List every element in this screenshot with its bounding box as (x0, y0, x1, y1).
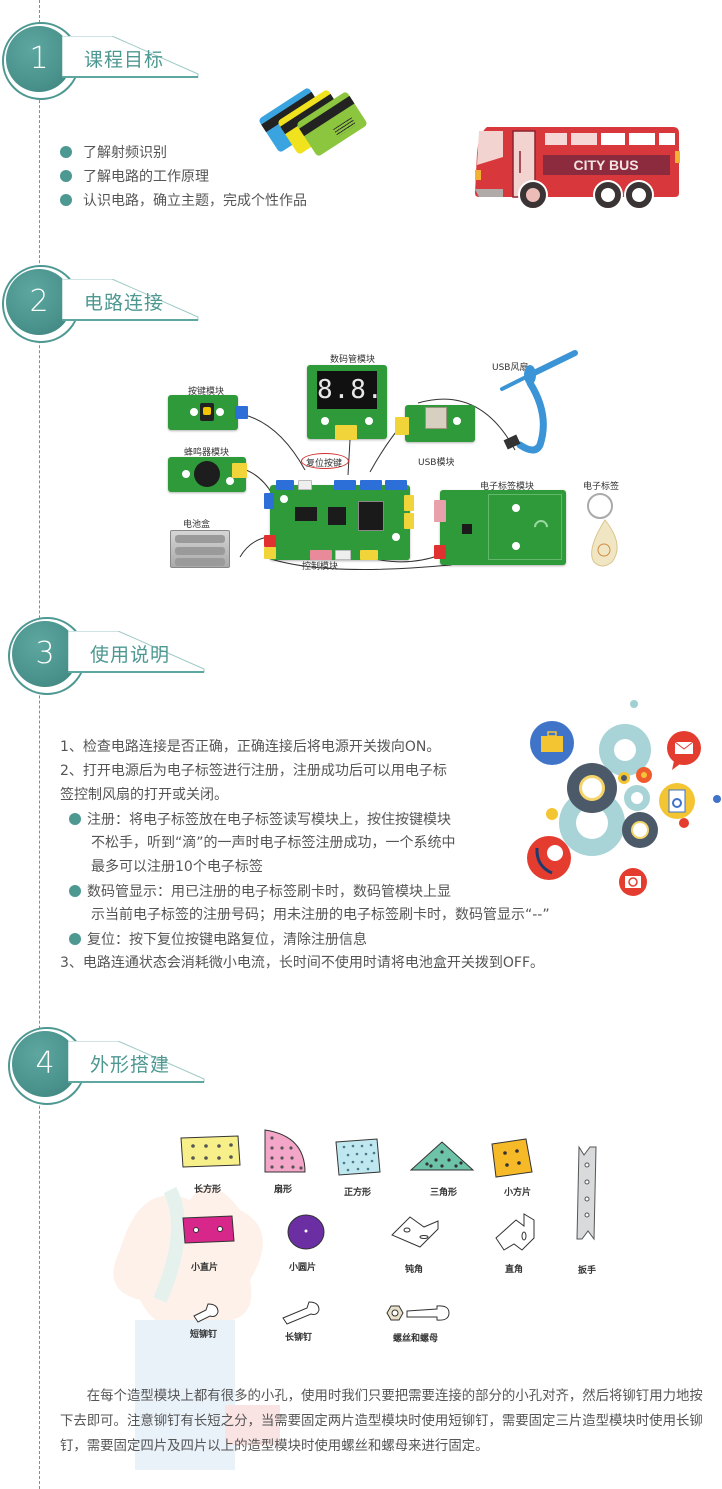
control-module-board (270, 485, 410, 560)
label-sector: 扇形 (274, 1185, 293, 1195)
list-item: 了解射频识别 (60, 140, 307, 164)
bullet-icon (60, 194, 72, 206)
bullet-icon (60, 170, 72, 182)
section-number: 1 (6, 26, 72, 92)
sector-part (264, 1129, 306, 1173)
usage-instructions: 1、检查电路连接是否正确，正确连接后将电源开关拨向ON。 2、打开电源后为电子标… (60, 735, 550, 975)
gears-icons-illustration (527, 700, 721, 896)
segment-display-board: 8.8. (307, 365, 387, 439)
short-rivet-part (193, 1303, 219, 1323)
section-number: 3 (12, 621, 78, 687)
section-1-header: 1 课程目标 (2, 22, 232, 102)
label-right-angle: 直角 (505, 1265, 524, 1275)
label-long-rivet: 长铆钉 (285, 1333, 313, 1343)
right-angle-part (495, 1213, 535, 1251)
list-item: 了解电路的工作原理 (60, 164, 307, 188)
bullet-reset: 复位：按下复位按键电路复位，清除注册信息 (60, 927, 530, 951)
circuit-connection-diagram: 按键模块 数码管模块 8.8. USB风扇 USB模块 蜂鸣器模块 复位按键 (160, 345, 640, 590)
section-title-flag: 课程目标 (62, 36, 199, 80)
assembly-instructions-paragraph: 在每个造型模块上都有很多的小孔，使用时我们只要把需要连接的部分的小孔对齐，然后将… (60, 1389, 703, 1454)
wrench-part (576, 1145, 597, 1241)
label-usb-module: USB模块 (418, 458, 455, 468)
bullet-icon (69, 813, 81, 825)
bus-label: CITY BUS (573, 157, 638, 173)
usb-fan-illustration (500, 350, 578, 454)
usb-module-board (405, 405, 475, 442)
small-disc-part (287, 1214, 325, 1250)
shape-parts-catalog: 长方形 扇形 正方形 三角形 小方片 扳手 小直片 小圆片 钝角 (0, 1120, 722, 1380)
long-rivet-part (282, 1301, 320, 1325)
section-title: 使用说明 (90, 644, 171, 666)
bullet-icon (69, 885, 81, 897)
section-title: 外形搭建 (90, 1054, 171, 1076)
label-rectangle: 长方形 (194, 1185, 222, 1195)
section-title-flag: 电路连接 (62, 279, 199, 323)
bullet-icon (60, 146, 72, 158)
label-usb-fan: USB风扇 (492, 363, 529, 373)
label-short-rivet: 短铆钉 (190, 1330, 218, 1340)
label-rfid-tag: 电子标签 (583, 482, 620, 492)
step-2: 2、打开电源后为电子标签进行注册，注册成功后可以用电子标 (60, 763, 447, 779)
label-screw-and-nut: 螺丝和螺母 (393, 1334, 439, 1344)
label-button-module: 按键模块 (188, 387, 225, 397)
buzzer-module-board (168, 457, 246, 492)
label-obtuse-angle: 钝角 (405, 1265, 424, 1275)
section-title-flag: 外形搭建 (68, 1041, 205, 1085)
section-3-header: 3 使用说明 (2, 617, 232, 697)
list-item: 认识电路，确立主题，完成个性作品 (60, 188, 307, 212)
screw-and-nut-part (386, 1305, 450, 1321)
small-square-part (491, 1138, 533, 1178)
section-number: 4 (12, 1031, 78, 1097)
label-square: 正方形 (344, 1188, 372, 1198)
label-buzzer-module: 蜂鸣器模块 (184, 448, 230, 458)
segment-display: 8.8. (317, 371, 383, 409)
reset-button-callout (301, 453, 349, 469)
bullet-display: 数码管显示：用已注册的电子标签刷卡时，数码管模块上显 (60, 879, 530, 903)
label-small-disc: 小圆片 (289, 1263, 317, 1273)
city-bus-illustration: CITY BUS (475, 127, 680, 210)
square-part (335, 1138, 381, 1176)
section-title: 课程目标 (84, 49, 165, 71)
step-1: 1、检查电路连接是否正确，正确连接后将电源开关拨向ON。 (60, 739, 441, 755)
rfid-tag-keyfob (587, 493, 618, 567)
bullet-icon (69, 933, 81, 945)
label-small-strip: 小直片 (191, 1263, 219, 1273)
section-title: 电路连接 (84, 292, 165, 314)
obtuse-angle-part (391, 1216, 439, 1248)
label-control-module: 控制模块 (302, 562, 339, 572)
section-number: 2 (6, 269, 72, 335)
timeline-dashed-line (39, 0, 40, 1489)
section-4-header: 4 外形搭建 (2, 1027, 232, 1107)
label-segment-display-module: 数码管模块 (330, 355, 376, 365)
bullet-register: 注册：将电子标签放在电子标签读写模块上，按住按键模块 (60, 807, 530, 831)
label-rfid-module: 电子标签模块 (480, 482, 535, 492)
label-battery-box: 电池盒 (183, 520, 211, 530)
button-module-board (168, 395, 238, 430)
label-small-square: 小方片 (504, 1188, 532, 1198)
course-goals-list: 了解射频识别 了解电路的工作原理 认识电路，确立主题，完成个性作品 (60, 140, 307, 212)
label-triangle: 三角形 (430, 1188, 458, 1198)
battery-box-illustration (170, 530, 230, 568)
label-wrench: 扳手 (578, 1266, 597, 1276)
step-2-cont: 签控制风扇的打开或关闭。 (60, 787, 228, 803)
rectangle-part (180, 1135, 241, 1168)
small-strip-part (182, 1215, 235, 1244)
section-title-flag: 使用说明 (68, 631, 205, 675)
step-3: 3、电路连通状态会消耗微小电流，长时间不使用时请将电池盒开关拨到OFF。 (60, 955, 545, 971)
triangle-part (409, 1141, 475, 1171)
label-reset-button: 复位按键 (306, 459, 343, 469)
section-2-header: 2 电路连接 (2, 265, 232, 345)
rfid-module-board (440, 490, 566, 565)
